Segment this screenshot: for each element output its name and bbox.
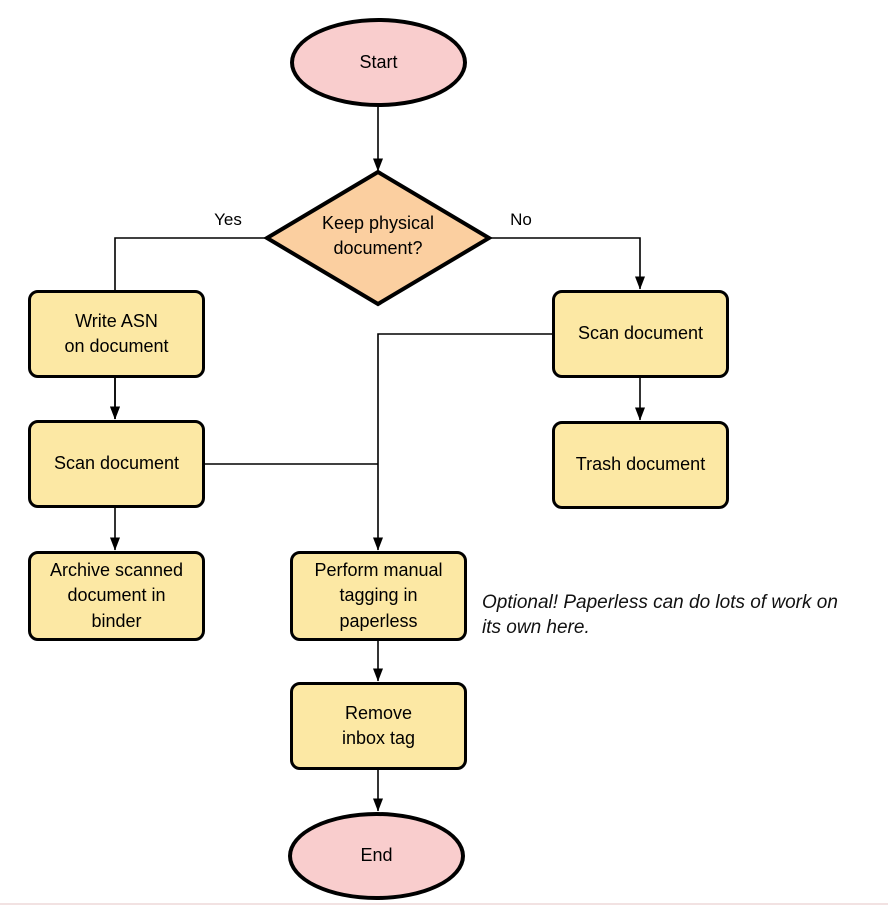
node-trash-document-label: Trash document — [575, 454, 706, 475]
node-manual-tagging-label: Perform manual tagging in paperless — [314, 560, 443, 631]
decision-diamond-shape — [263, 169, 493, 307]
node-trash-document: Trash document — [552, 421, 729, 509]
node-start-label: Start — [359, 51, 398, 72]
node-remove-inbox-tag-label: Remove inbox tag — [341, 702, 416, 748]
node-decision-label: Keep physical document? — [321, 213, 435, 259]
node-write-asn-label: Write ASN on document — [64, 310, 169, 356]
node-scan-document-left-label: Scan document — [53, 453, 180, 474]
page-bottom-divider — [0, 903, 888, 905]
node-end-label: End — [360, 845, 393, 866]
edge-scan-right-to-tagging — [373, 333, 552, 551]
node-scan-document-right: Scan document — [552, 290, 729, 378]
node-scan-document-right-label: Scan document — [577, 323, 704, 344]
node-start: Start — [290, 18, 467, 107]
node-scan-document-left: Scan document — [28, 420, 205, 508]
edge-decision-no-to-scan-document — [489, 237, 645, 290]
node-remove-inbox-tag: Remove inbox tag — [290, 682, 467, 770]
node-archive-document-label: Archive scanned document in binder — [49, 560, 184, 631]
optional-note: Optional! Paperless can do lots of work … — [482, 592, 838, 639]
node-end: End — [288, 812, 465, 900]
edge-label-no: No — [510, 210, 532, 229]
edge-label-yes: Yes — [214, 210, 242, 229]
node-archive-document: Archive scanned document in binder — [28, 551, 205, 641]
node-write-asn: Write ASN on document — [28, 290, 205, 378]
node-manual-tagging: Perform manual tagging in paperless — [290, 551, 467, 641]
